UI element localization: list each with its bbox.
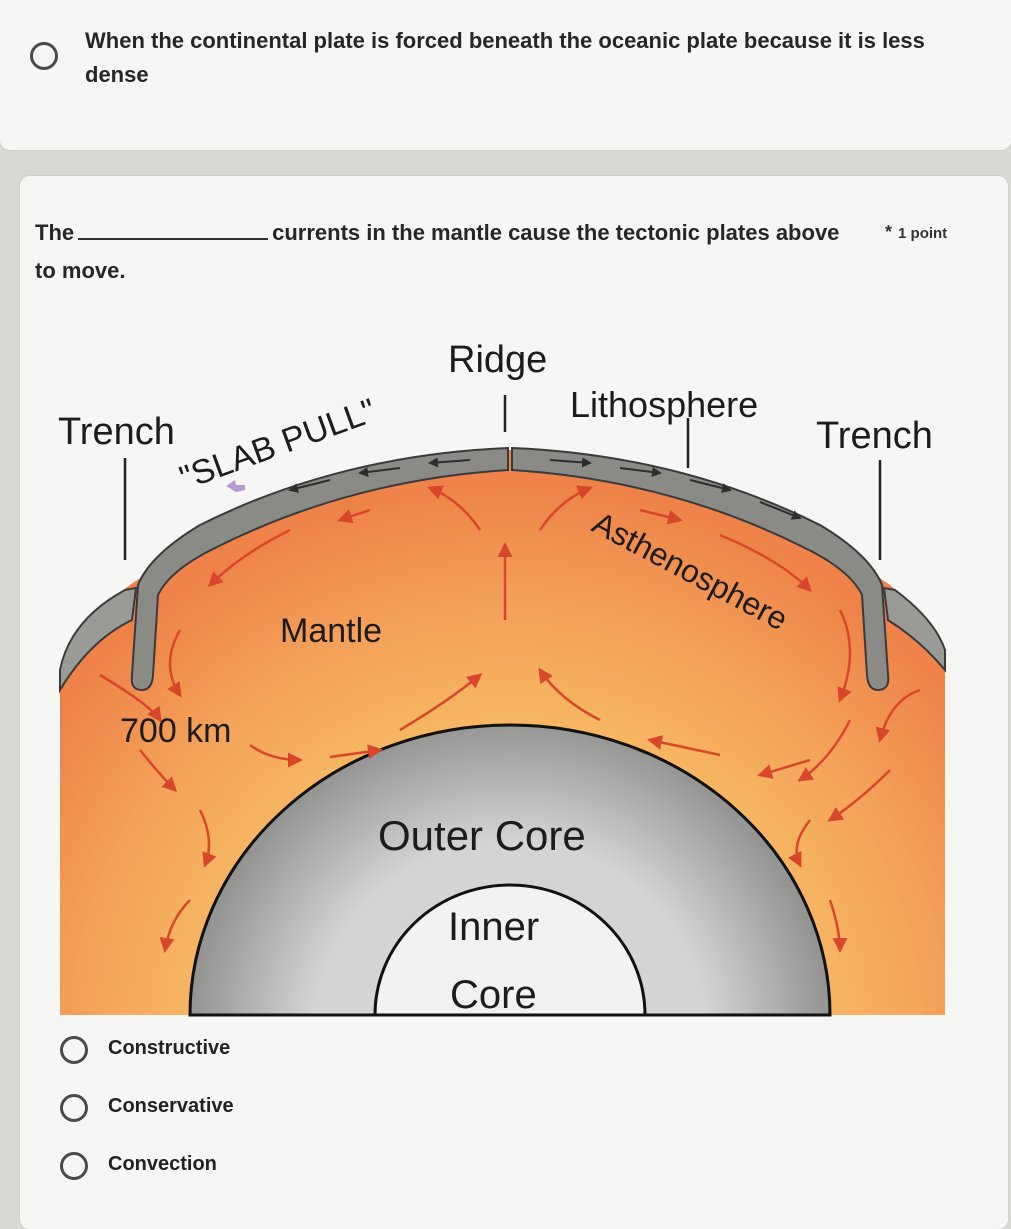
label-inner-core-line1: Inner: [448, 905, 539, 949]
label-depth: 700 km: [120, 712, 232, 750]
option-radio-constructive[interactable]: [60, 1036, 88, 1064]
option-label-constructive[interactable]: Constructive: [108, 1037, 231, 1059]
previous-question-card: When the continental plate is forced ben…: [0, 0, 1011, 150]
points-badge: * 1 point: [885, 222, 947, 243]
crust-edge-right: [882, 586, 946, 673]
inner-core: [373, 883, 647, 1017]
convection-arrows: [99, 485, 921, 953]
option-radio-convection[interactable]: [60, 1152, 88, 1180]
option-radio-conservative[interactable]: [60, 1094, 88, 1122]
label-outer-core: Outer Core: [378, 812, 586, 859]
label-trench-left: Trench: [58, 411, 175, 453]
lithosphere-plate-right: [511, 446, 890, 692]
plate-tectonics-diagram: Ridge Lithosphere Trench Trench "SLAB PU…: [58, 339, 946, 1017]
option-label-convection[interactable]: Convection: [108, 1153, 217, 1175]
required-marker: *: [885, 222, 893, 242]
label-leader-lines: [123, 395, 882, 560]
option-label-conservative[interactable]: Conservative: [108, 1095, 234, 1117]
label-trench-right: Trench: [816, 415, 933, 457]
answer-blank: [78, 238, 269, 240]
plate-motion-arrows: [288, 457, 802, 520]
label-ridge: Ridge: [448, 339, 547, 381]
label-mantle: Mantle: [280, 612, 382, 650]
question-text-before: The: [35, 220, 75, 245]
crust-edge-left: [59, 586, 138, 694]
option-label-previous: When the continental plate is forced ben…: [85, 28, 925, 87]
points-label: 1 point: [898, 225, 948, 242]
label-inner-core-line2: Core: [450, 973, 537, 1017]
slab-pull-arrow: [226, 480, 245, 492]
option-radio-previous[interactable]: [30, 42, 58, 70]
lithosphere-plate-left: [130, 446, 509, 692]
label-lithosphere: Lithosphere: [570, 384, 758, 425]
outer-core: [188, 723, 832, 1017]
question-text-after: currents in the mantle cause the tectoni…: [35, 220, 840, 283]
